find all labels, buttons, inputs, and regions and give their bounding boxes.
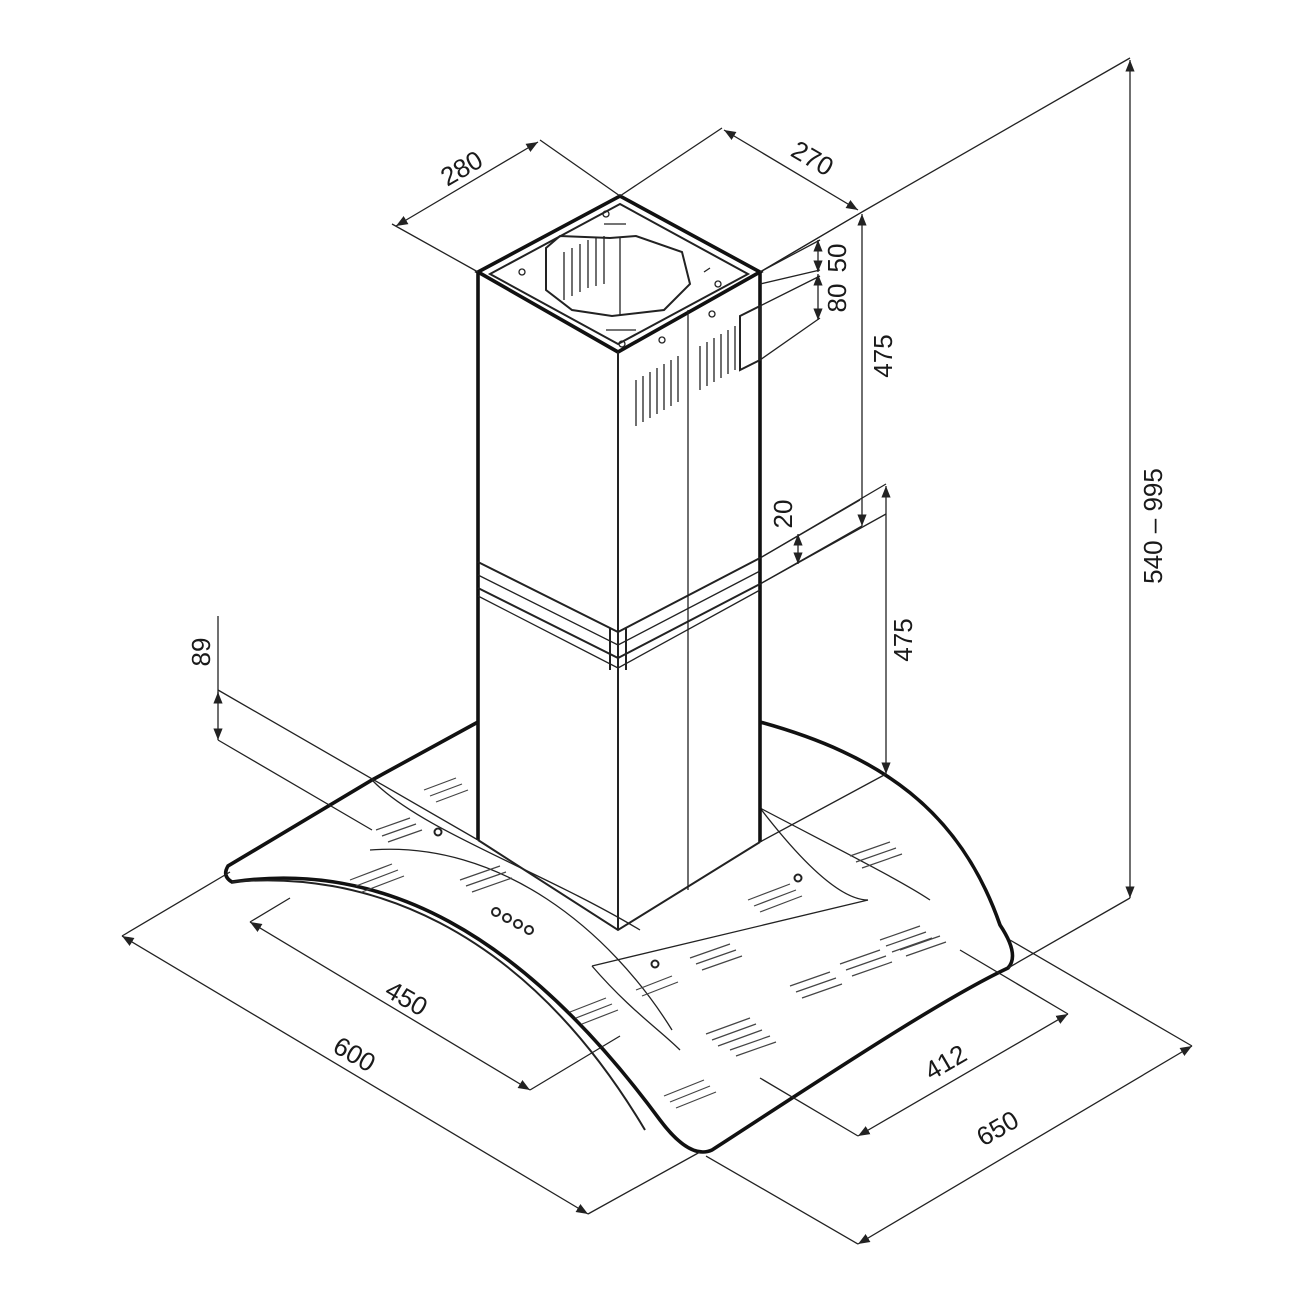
dimension-labels: 280 270 50 80 475 20 475 540 – 995 89 45… xyxy=(186,134,1168,1152)
dim-upper-chimney: 475 xyxy=(868,334,898,377)
dim-hood-depth: 600 xyxy=(328,1030,381,1078)
glass-canopy xyxy=(223,720,1015,1154)
control-button-icon xyxy=(513,919,523,929)
dim-filter-width: 412 xyxy=(919,1038,972,1086)
dim-overlap: 20 xyxy=(768,500,798,529)
dim-hood-width: 650 xyxy=(971,1104,1024,1152)
glass-reflection-marks xyxy=(349,777,947,1109)
dim-canopy-edge: 89 xyxy=(186,638,216,667)
dimension-lines xyxy=(121,57,1193,1245)
screw-hole-icon xyxy=(433,827,443,837)
chimney xyxy=(474,193,764,932)
control-button-icon xyxy=(491,907,501,917)
control-buttons xyxy=(491,907,534,935)
screw-hole-icon xyxy=(793,873,803,883)
dim-filter-depth: 450 xyxy=(380,974,433,1022)
dim-chimney-width: 270 xyxy=(786,134,839,182)
dim-lower-chimney: 475 xyxy=(888,618,918,661)
control-button-icon xyxy=(524,925,534,935)
dim-vent-offset: 50 xyxy=(822,244,852,273)
dim-vent-height: 80 xyxy=(822,284,852,313)
control-button-icon xyxy=(502,913,512,923)
screw-hole-icon xyxy=(650,959,660,969)
dim-chimney-depth: 280 xyxy=(435,144,488,192)
dim-total-height: 540 – 995 xyxy=(1138,468,1168,584)
